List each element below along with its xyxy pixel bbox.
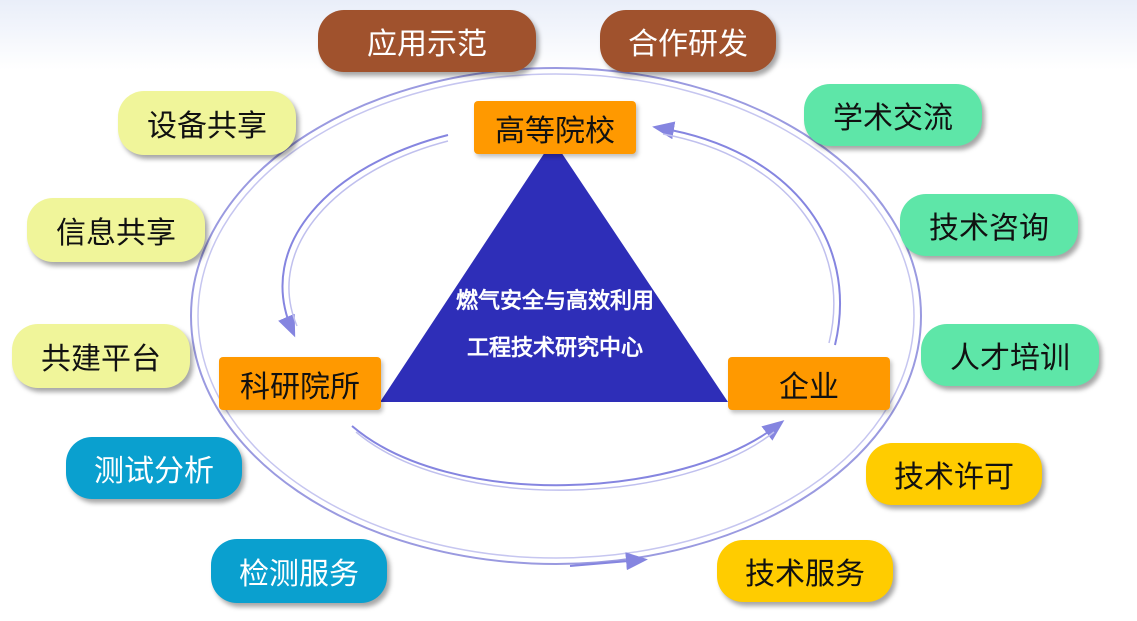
pill-tech-licensing: 技术许可: [866, 443, 1042, 505]
center-title-line-2: 工程技术研究中心: [466, 336, 643, 361]
pill-equipment-sharing: 设备共享: [118, 91, 296, 155]
pill-info-sharing: 信息共享: [27, 198, 205, 262]
pill-application-demo: 应用示范: [318, 10, 536, 72]
outer-ellipse-arrow: [569, 552, 648, 571]
pill-talent-training: 人才培训: [921, 324, 1099, 386]
node-enterprise: 企业: [728, 357, 890, 410]
pill-joint-rd: 合作研发: [600, 10, 776, 72]
pill-testing-analysis: 测试分析: [66, 437, 242, 499]
center-title-line-1: 燃气安全与高效利用: [455, 289, 654, 314]
node-university: 高等院校: [474, 101, 636, 154]
pill-tech-service: 技术服务: [717, 540, 893, 602]
outer-ellipse: [190, 67, 922, 565]
center-triangle: [380, 140, 728, 402]
node-institute: 科研院所: [219, 357, 381, 410]
arrow-institute-to-enterprise: [351, 420, 785, 487]
arrow-university-to-institute: [278, 134, 449, 338]
pill-academic-exchange: 学术交流: [804, 84, 982, 146]
arrow-enterprise-to-university: [652, 121, 841, 346]
pill-tech-consulting: 技术咨询: [900, 194, 1078, 256]
pill-co-build-platform: 共建平台: [12, 324, 190, 388]
outer-ellipse-inner: [197, 73, 915, 559]
pill-inspection-service: 检测服务: [211, 539, 387, 603]
